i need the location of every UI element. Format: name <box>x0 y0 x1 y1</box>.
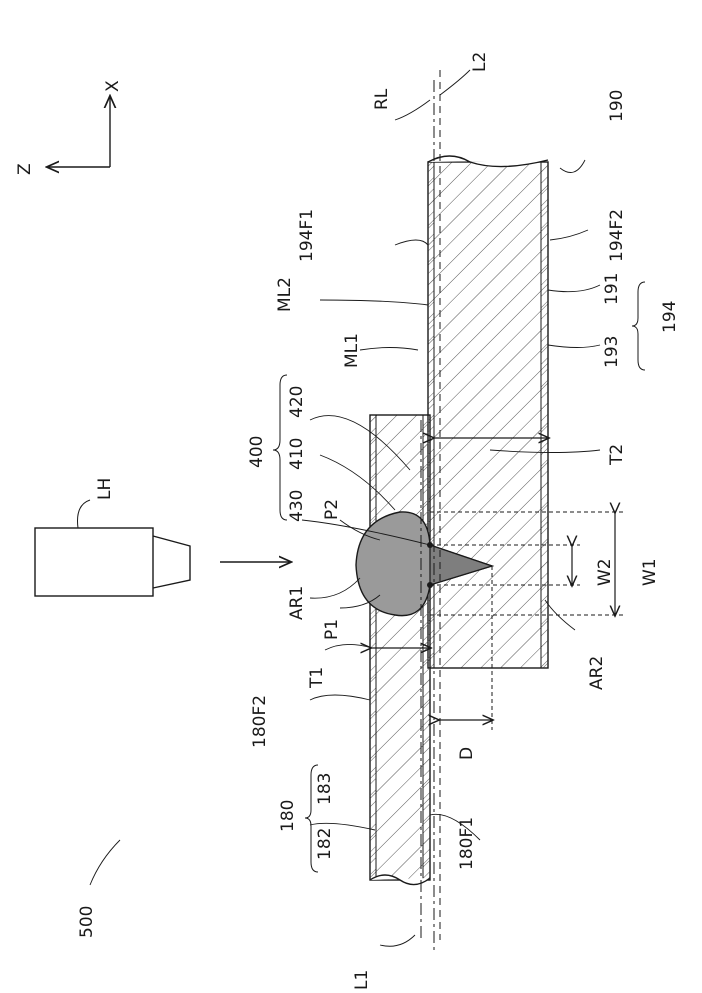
label-T1: T1 <box>307 667 327 689</box>
label-194F2: 194F2 <box>607 209 627 262</box>
label-T2: T2 <box>607 444 627 466</box>
label-430: 430 <box>287 490 307 522</box>
label-L1: L1 <box>352 970 372 990</box>
label-P2: P2 <box>322 499 342 520</box>
label-ML2: ML2 <box>275 277 295 312</box>
laser-head-label: LH <box>95 478 115 500</box>
label-190: 190 <box>607 90 627 122</box>
label-194: 194 <box>660 301 680 333</box>
laser-head: LH <box>35 478 290 596</box>
label-400: 400 <box>247 436 267 468</box>
label-AR2: AR2 <box>587 656 607 690</box>
label-ML1: ML1 <box>342 333 362 368</box>
label-D: D <box>457 747 477 760</box>
label-W2: W2 <box>595 558 615 586</box>
label-183: 183 <box>315 773 335 805</box>
axis-indicator: X Z <box>15 80 123 175</box>
label-L2: L2 <box>470 52 490 72</box>
label-194F1: 194F1 <box>297 209 317 262</box>
label-182: 182 <box>315 828 335 860</box>
label-RL: RL <box>372 88 392 110</box>
label-W1: W1 <box>640 558 660 586</box>
label-180F1: 180F1 <box>457 817 477 870</box>
axis-z-label: Z <box>15 163 35 175</box>
member-190 <box>428 156 548 668</box>
label-410: 410 <box>287 438 307 470</box>
label-500: 500 <box>77 906 97 938</box>
label-420: 420 <box>287 386 307 418</box>
label-191: 191 <box>602 273 622 305</box>
label-193: 193 <box>602 336 622 368</box>
label-P1: P1 <box>322 619 342 640</box>
axis-x-label: X <box>103 80 123 92</box>
label-180F2: 180F2 <box>250 695 270 748</box>
label-180: 180 <box>278 800 298 832</box>
label-AR1: AR1 <box>287 586 307 620</box>
